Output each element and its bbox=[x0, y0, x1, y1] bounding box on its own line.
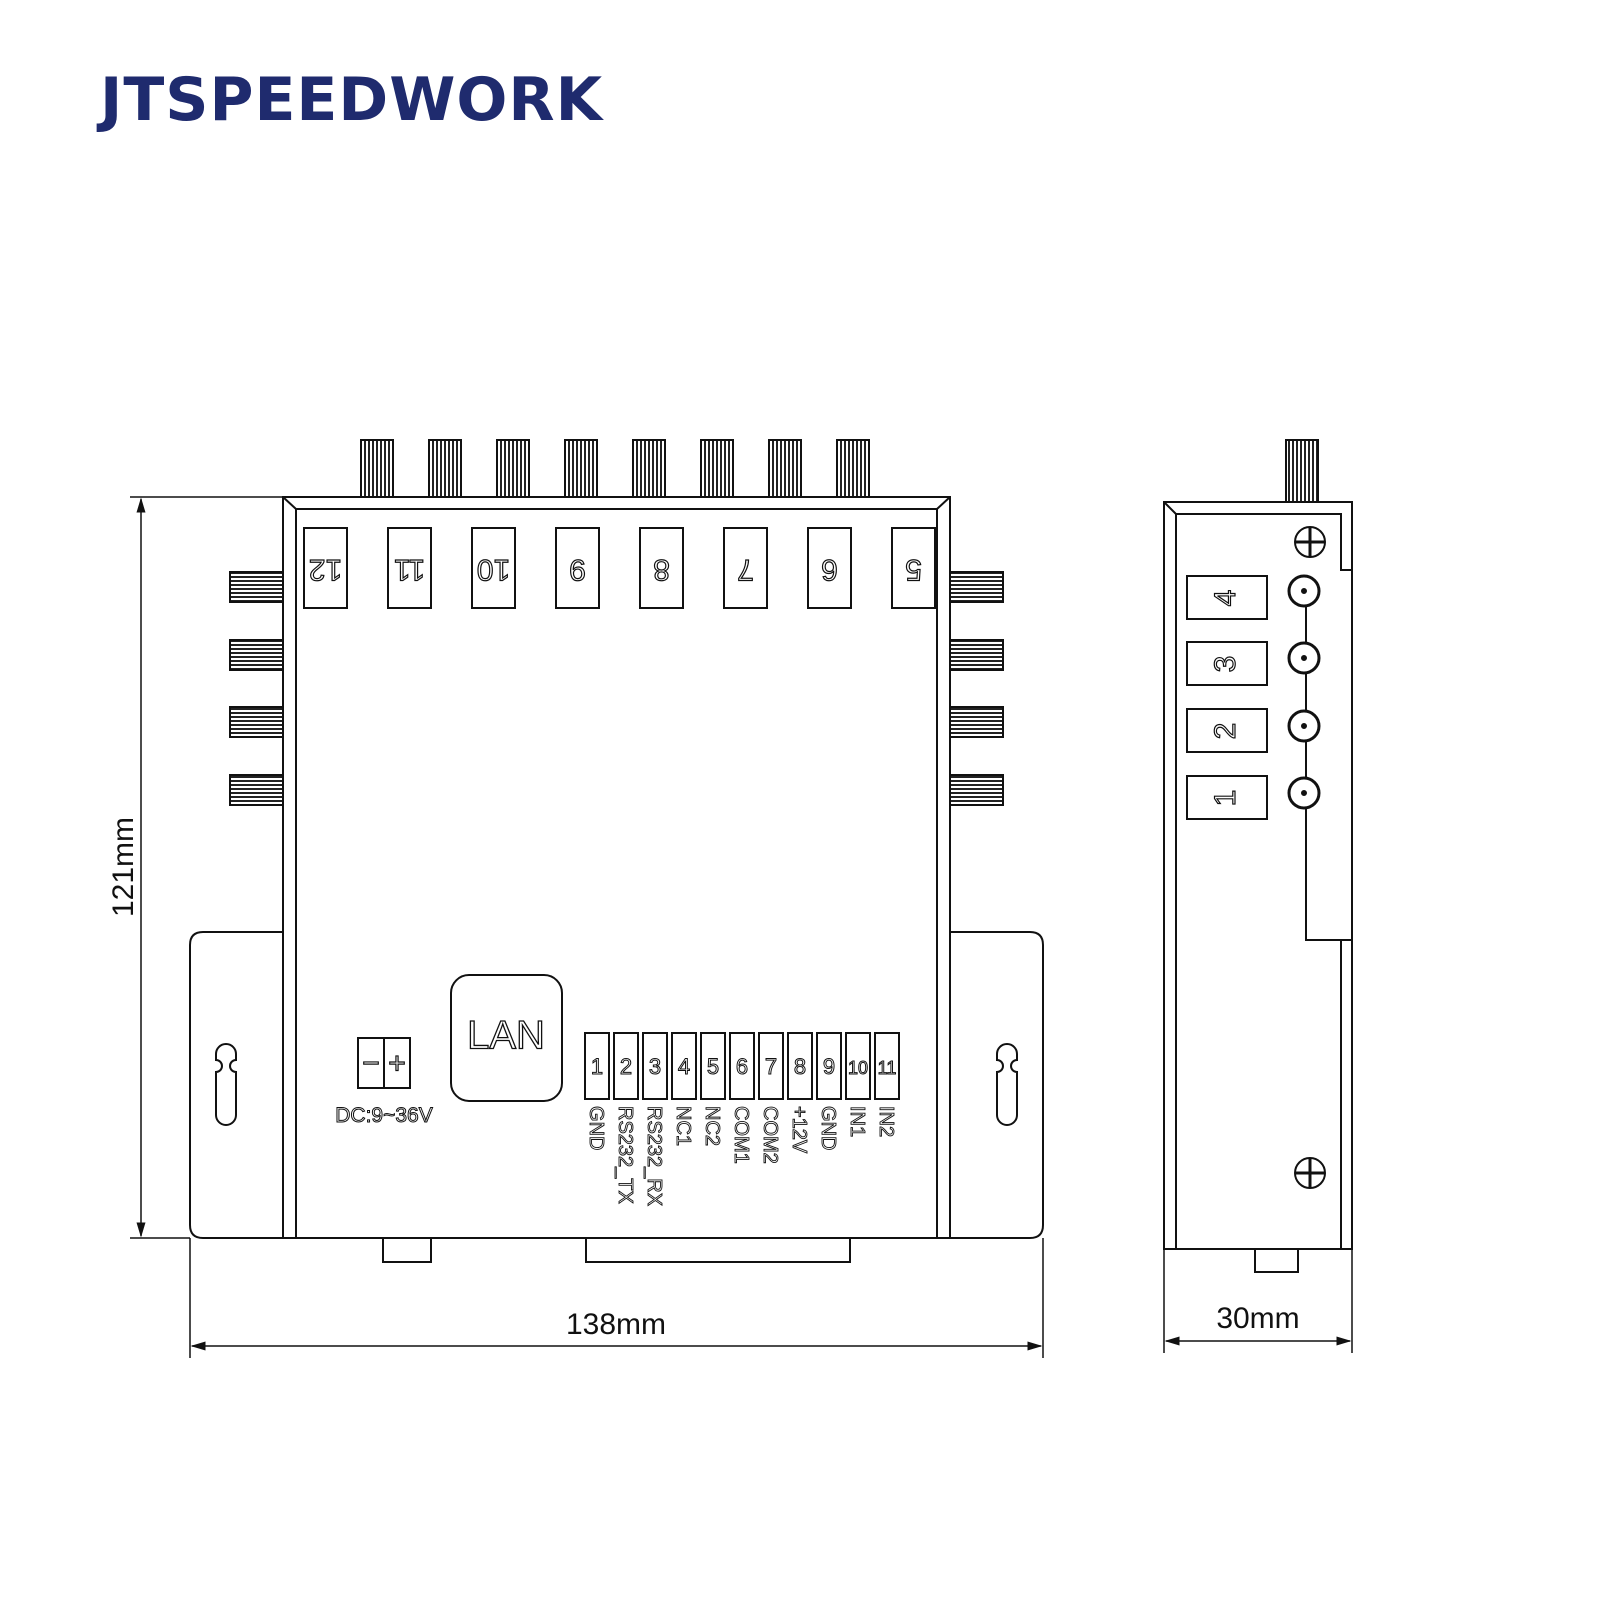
port-label-7: 7 bbox=[737, 553, 754, 586]
terminal-number-3: 3 bbox=[649, 1054, 661, 1079]
front-view bbox=[189, 496, 1044, 1263]
terminal-signal-7: COM2 bbox=[759, 1106, 781, 1164]
front-foot-left bbox=[382, 1237, 432, 1263]
terminal-number-2: 2 bbox=[620, 1054, 632, 1079]
side-view bbox=[1163, 439, 1353, 1273]
port-label-12: 12 bbox=[309, 553, 342, 586]
power-minus: − bbox=[362, 1047, 380, 1080]
width-dimension-label: 138mm bbox=[566, 1308, 666, 1341]
terminal-signal-11: IN2 bbox=[875, 1106, 897, 1137]
top-port-labels bbox=[303, 527, 936, 609]
port-label-10: 10 bbox=[477, 553, 510, 586]
side-screw-bottom bbox=[1294, 1157, 1326, 1189]
right-keyhole-slot bbox=[996, 1043, 1018, 1126]
top-antenna-connectors bbox=[360, 439, 870, 498]
port-label-11: 11 bbox=[394, 553, 425, 586]
side-housing bbox=[1163, 501, 1353, 1250]
terminal-signal-5: NC2 bbox=[701, 1106, 723, 1146]
terminal-number-5: 5 bbox=[707, 1054, 719, 1079]
terminal-signal-8: +12V bbox=[788, 1106, 810, 1154]
terminal-signal-9: GND bbox=[817, 1106, 839, 1150]
lan-label: LAN bbox=[467, 1014, 545, 1058]
side-antenna-connectors bbox=[229, 571, 1004, 806]
terminal-signal-1: GND bbox=[585, 1106, 607, 1150]
port-label-6: 6 bbox=[821, 553, 838, 586]
front-housing bbox=[282, 496, 951, 1239]
terminal-block bbox=[584, 1032, 900, 1100]
depth-dimension-label: 30mm bbox=[1216, 1302, 1299, 1335]
terminal-signal-2: RS232_TX bbox=[614, 1106, 636, 1204]
side-port-label-1: 1 bbox=[1209, 790, 1242, 807]
terminal-number-7: 7 bbox=[765, 1054, 777, 1079]
power-connector: − + DC:9~36V bbox=[335, 1037, 433, 1128]
power-label: DC:9~36V bbox=[335, 1104, 432, 1127]
side-foot bbox=[1254, 1248, 1299, 1273]
lan-port bbox=[450, 974, 563, 1102]
terminal-signal-4: NC1 bbox=[672, 1106, 694, 1146]
side-port-label-4: 4 bbox=[1209, 590, 1242, 607]
terminal-number-10: 10 bbox=[848, 1058, 868, 1078]
terminal-number-6: 6 bbox=[736, 1054, 748, 1079]
side-screw-top bbox=[1294, 526, 1326, 558]
port-label-9: 9 bbox=[569, 553, 586, 586]
terminal-signal-6: COM1 bbox=[730, 1106, 752, 1164]
terminal-signal-10: IN1 bbox=[846, 1106, 868, 1137]
side-port-label-2: 2 bbox=[1209, 723, 1242, 740]
left-keyhole-slot bbox=[215, 1043, 237, 1126]
height-dimension-label: 121mm bbox=[107, 817, 140, 917]
side-port-label-3: 3 bbox=[1209, 656, 1242, 673]
brand-logo: JTSPEEDWORK bbox=[100, 65, 604, 135]
terminal-number-4: 4 bbox=[678, 1054, 690, 1079]
port-label-8: 8 bbox=[653, 553, 670, 586]
front-foot-center bbox=[585, 1237, 851, 1263]
terminal-number-9: 9 bbox=[823, 1054, 835, 1079]
terminal-signal-3: RS232_RX bbox=[643, 1106, 665, 1206]
terminal-number-11: 11 bbox=[878, 1058, 897, 1078]
dimension-lines bbox=[130, 496, 1353, 1358]
port-label-5: 5 bbox=[905, 553, 922, 586]
terminal-number-1: 1 bbox=[591, 1054, 603, 1079]
power-plus: + bbox=[388, 1047, 406, 1080]
side-top-antenna bbox=[1285, 439, 1319, 503]
terminal-number-8: 8 bbox=[794, 1054, 806, 1079]
